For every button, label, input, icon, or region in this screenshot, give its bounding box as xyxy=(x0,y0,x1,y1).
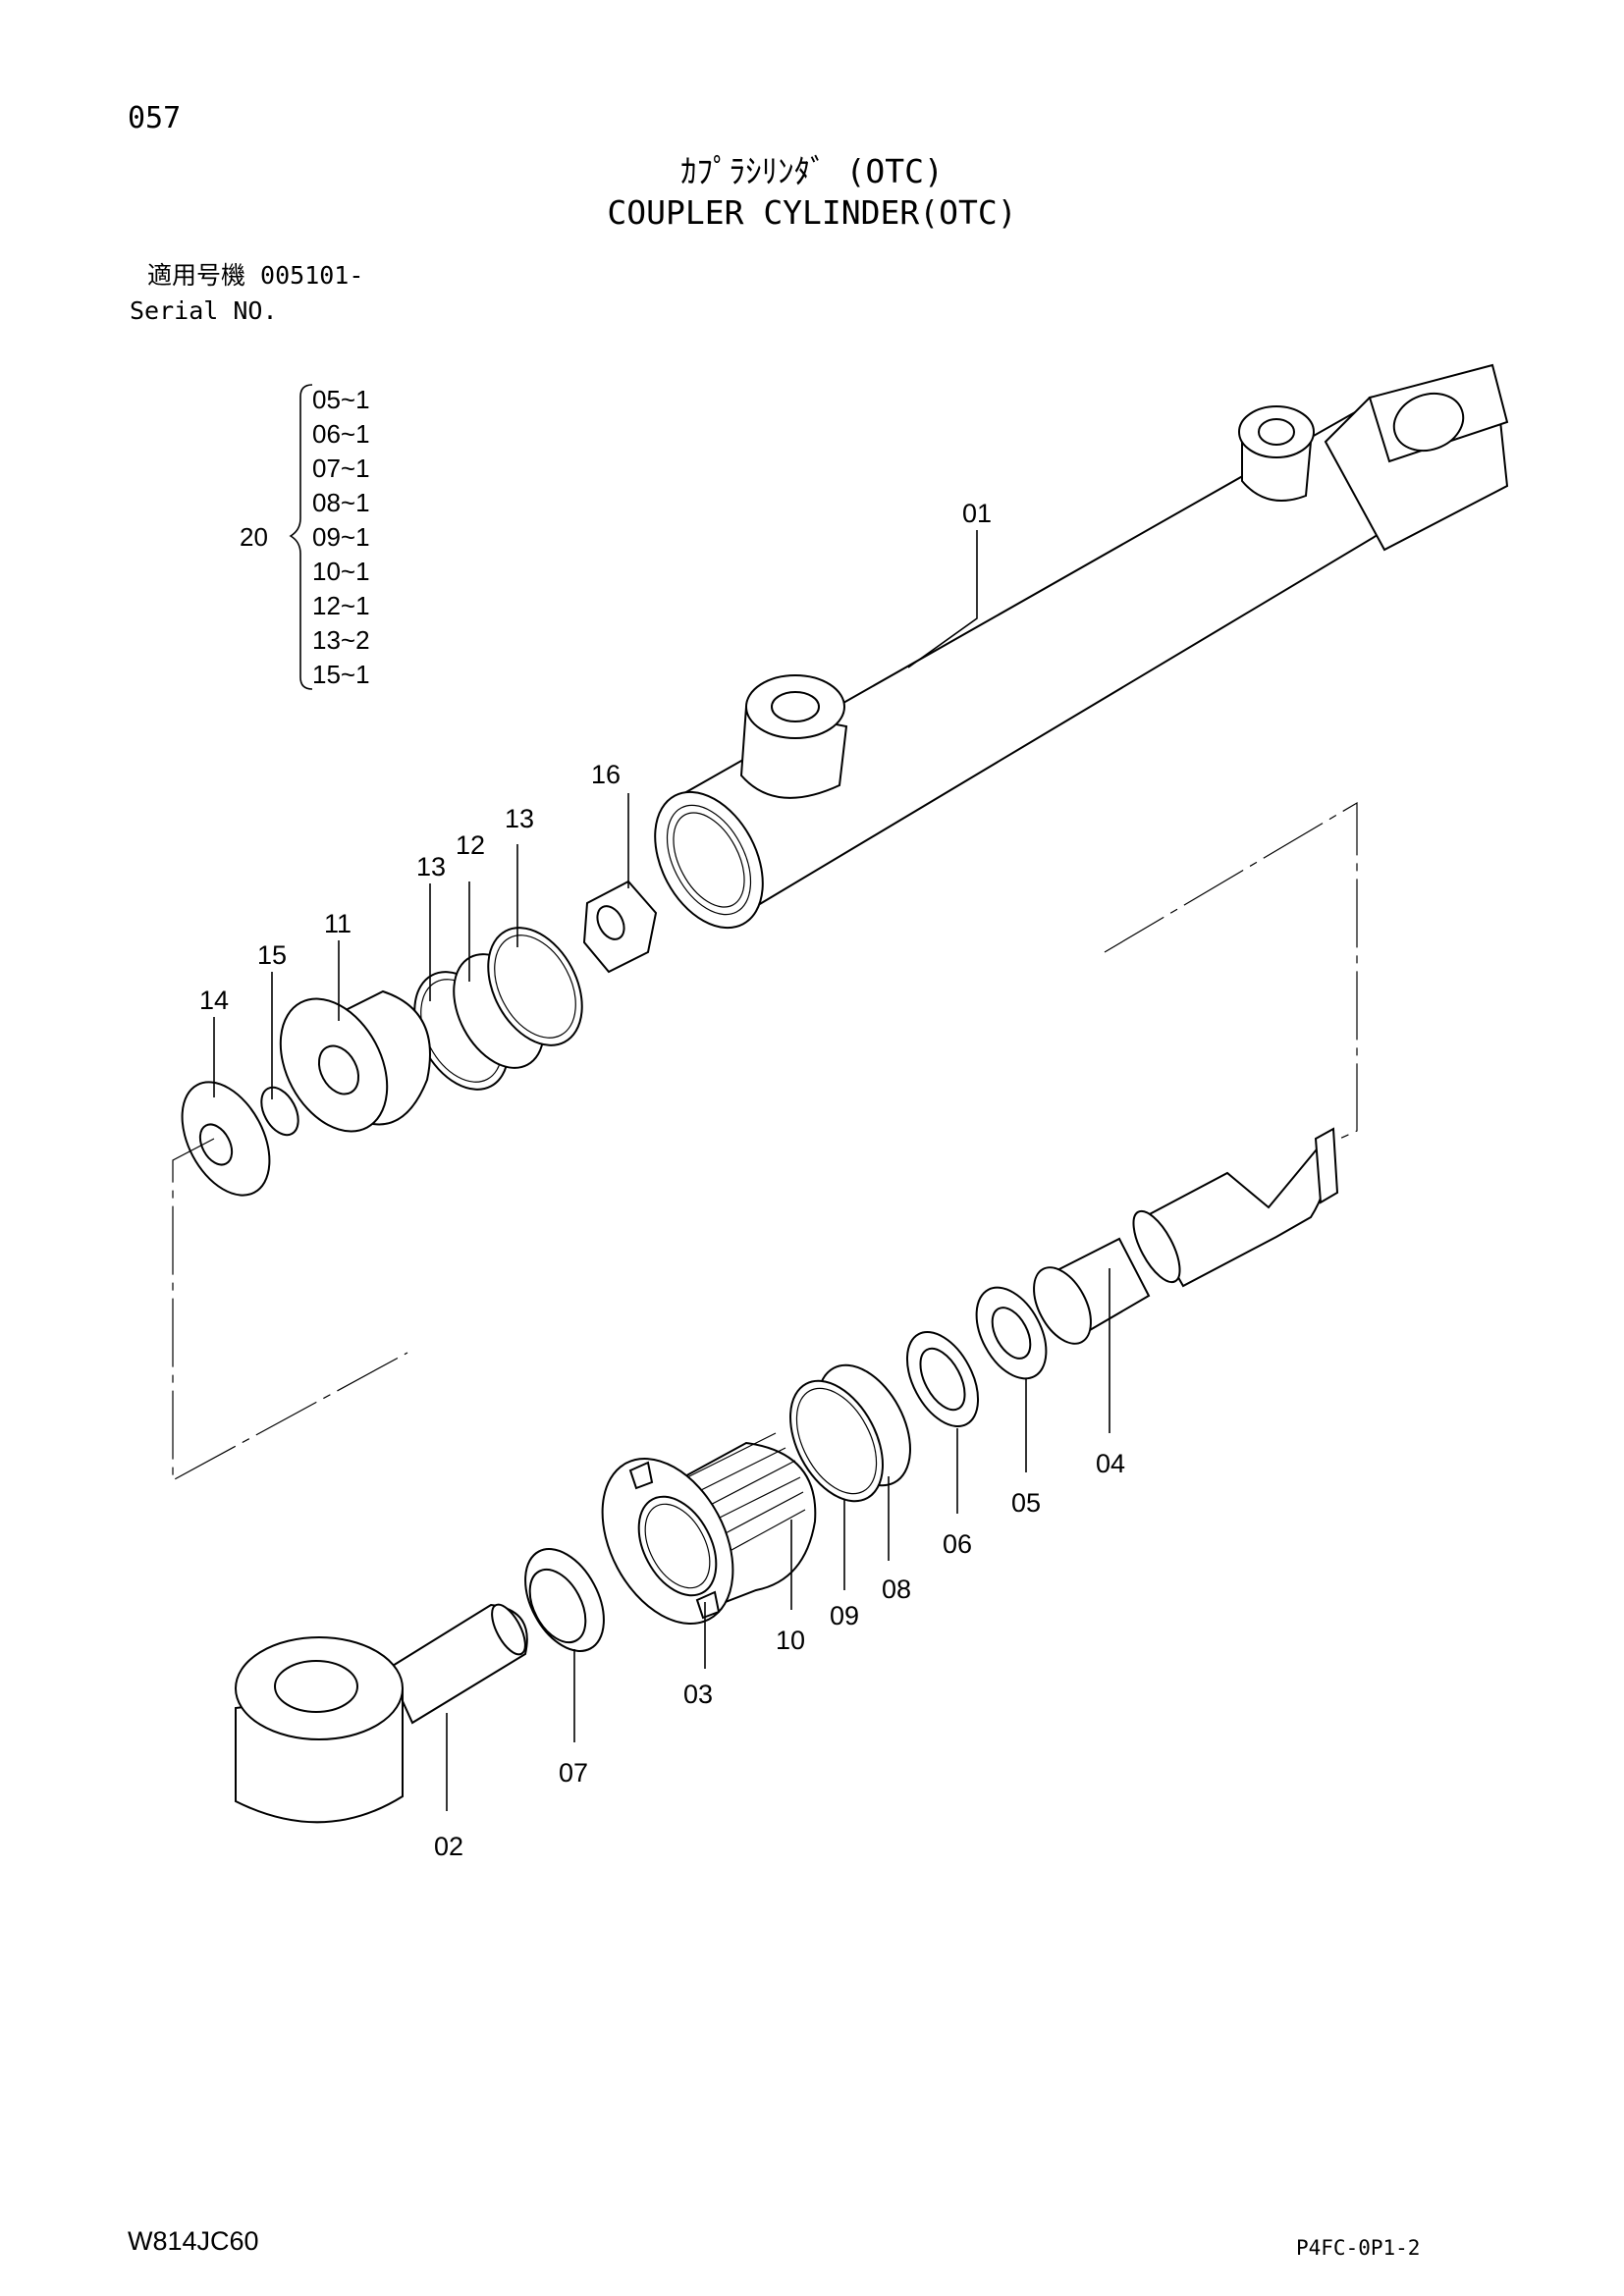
part-seals-rod xyxy=(905,1286,1048,1428)
callout-01: 01 xyxy=(962,499,992,528)
part-bushing xyxy=(1033,1237,1151,1345)
assembly-lines xyxy=(172,801,1358,1482)
kit-group: 20 05~1 06~1 07~1 08~1 09~1 10~1 12~1 13… xyxy=(240,384,370,690)
callout-11: 11 xyxy=(324,909,352,938)
part-cylinder-head xyxy=(601,1432,817,1626)
callout-14: 14 xyxy=(199,986,229,1015)
callout-05: 05 xyxy=(1011,1488,1041,1518)
kit-item: 09~1 xyxy=(312,522,370,552)
part-piston xyxy=(279,989,431,1133)
sheet-code: P4FC-0P1-2 xyxy=(1296,2236,1421,2260)
title-english: COUPLER CYLINDER(OTC) xyxy=(607,193,1017,232)
serial-label-japanese: 適用号機 005101- xyxy=(147,261,364,290)
part-nut xyxy=(582,880,658,974)
kit-item: 06~1 xyxy=(312,419,370,449)
kit-item: 13~2 xyxy=(312,625,370,655)
kit-item: 05~1 xyxy=(312,385,370,414)
part-o-ring xyxy=(260,1086,299,1137)
title-japanese: ｶﾌﾟﾗｼﾘﾝﾀﾞ (OTC) xyxy=(680,152,944,190)
part-rod-front xyxy=(1132,1127,1339,1288)
callout-09: 09 xyxy=(830,1601,859,1630)
callout-13: 13 xyxy=(416,852,446,881)
part-rings-piston xyxy=(413,927,583,1091)
kit-item: 08~1 xyxy=(312,488,370,517)
callout-07: 07 xyxy=(559,1758,588,1788)
callouts: 01 02 03 04 05 06 07 08 09 10 11 12 13 1… xyxy=(199,499,1125,1861)
callout-06: 06 xyxy=(943,1529,972,1559)
callout-03: 03 xyxy=(683,1680,713,1709)
serial-label-english: Serial NO. xyxy=(130,296,278,325)
document-code: W814JC60 xyxy=(128,2226,259,2256)
kit-item: 15~1 xyxy=(312,660,370,689)
callout-04: 04 xyxy=(1096,1449,1125,1478)
part-rings-head xyxy=(789,1363,911,1503)
callout-15: 15 xyxy=(257,940,287,970)
callout-10: 10 xyxy=(776,1626,805,1655)
callout-12: 12 xyxy=(456,830,485,860)
kit-item: 07~1 xyxy=(312,454,370,483)
callout-08: 08 xyxy=(882,1575,911,1604)
kit-item: 10~1 xyxy=(312,557,370,586)
part-washer xyxy=(181,1081,271,1197)
callout-02: 02 xyxy=(434,1832,463,1861)
callout-13: 13 xyxy=(505,804,534,833)
page-number: 057 xyxy=(128,101,182,135)
kit-number: 20 xyxy=(240,522,268,552)
callout-16: 16 xyxy=(591,760,621,789)
part-cylinder-tube xyxy=(654,363,1509,930)
leader-lines xyxy=(213,530,1110,1811)
part-rod-eye xyxy=(235,1603,528,1824)
part-dust-seal xyxy=(524,1548,605,1652)
kit-item: 12~1 xyxy=(312,591,370,620)
kit-brace xyxy=(289,384,313,690)
